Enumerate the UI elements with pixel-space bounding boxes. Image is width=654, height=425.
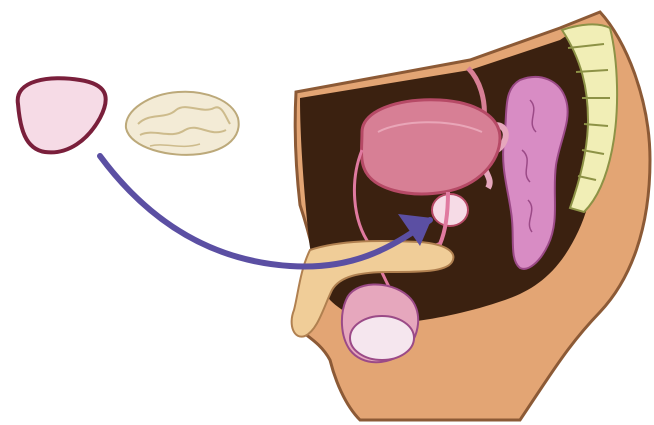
prostate-illustration: [18, 78, 106, 152]
walnut-illustration: [126, 92, 239, 155]
prostate-in-situ: [432, 194, 468, 226]
testis: [342, 284, 418, 362]
